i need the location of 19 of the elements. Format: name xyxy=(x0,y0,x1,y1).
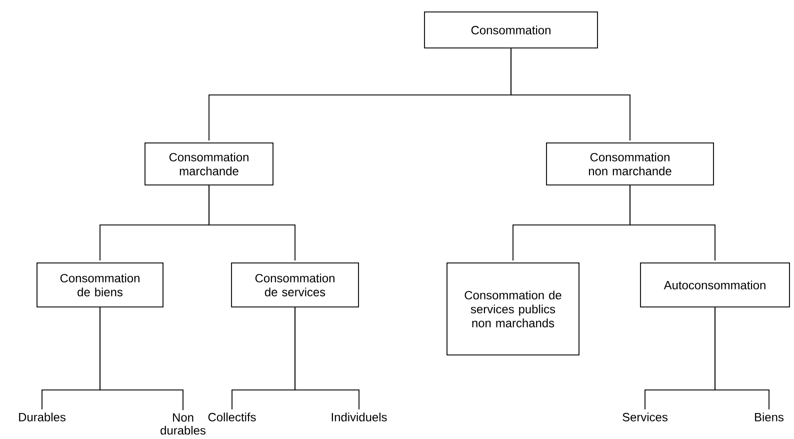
leaf-label: Durables xyxy=(19,412,66,422)
leaf-label: Services xyxy=(622,412,668,422)
tree-connector xyxy=(714,306,770,410)
category-box: Consommation marchande xyxy=(144,142,274,186)
leaf-label: Individuels xyxy=(332,412,387,422)
category-box: Consommation non marchande xyxy=(546,142,714,186)
category-box: Autoconsommation xyxy=(640,262,790,308)
tree-connector xyxy=(208,184,296,261)
category-box: Consommation xyxy=(424,12,598,48)
leaf-label: Collectifs xyxy=(208,412,256,422)
tree-connector xyxy=(294,306,360,410)
leaf-label: Biens xyxy=(755,412,784,422)
leaf-label: Non durables xyxy=(160,413,206,435)
tree-connector xyxy=(510,48,630,141)
category-box: Consommation de services publics non marchands xyxy=(446,262,580,356)
tree-connector xyxy=(100,306,184,411)
category-box: Consommation de services xyxy=(231,262,359,308)
category-box: Consommation de biens xyxy=(36,262,164,308)
tree-connector xyxy=(630,184,716,261)
